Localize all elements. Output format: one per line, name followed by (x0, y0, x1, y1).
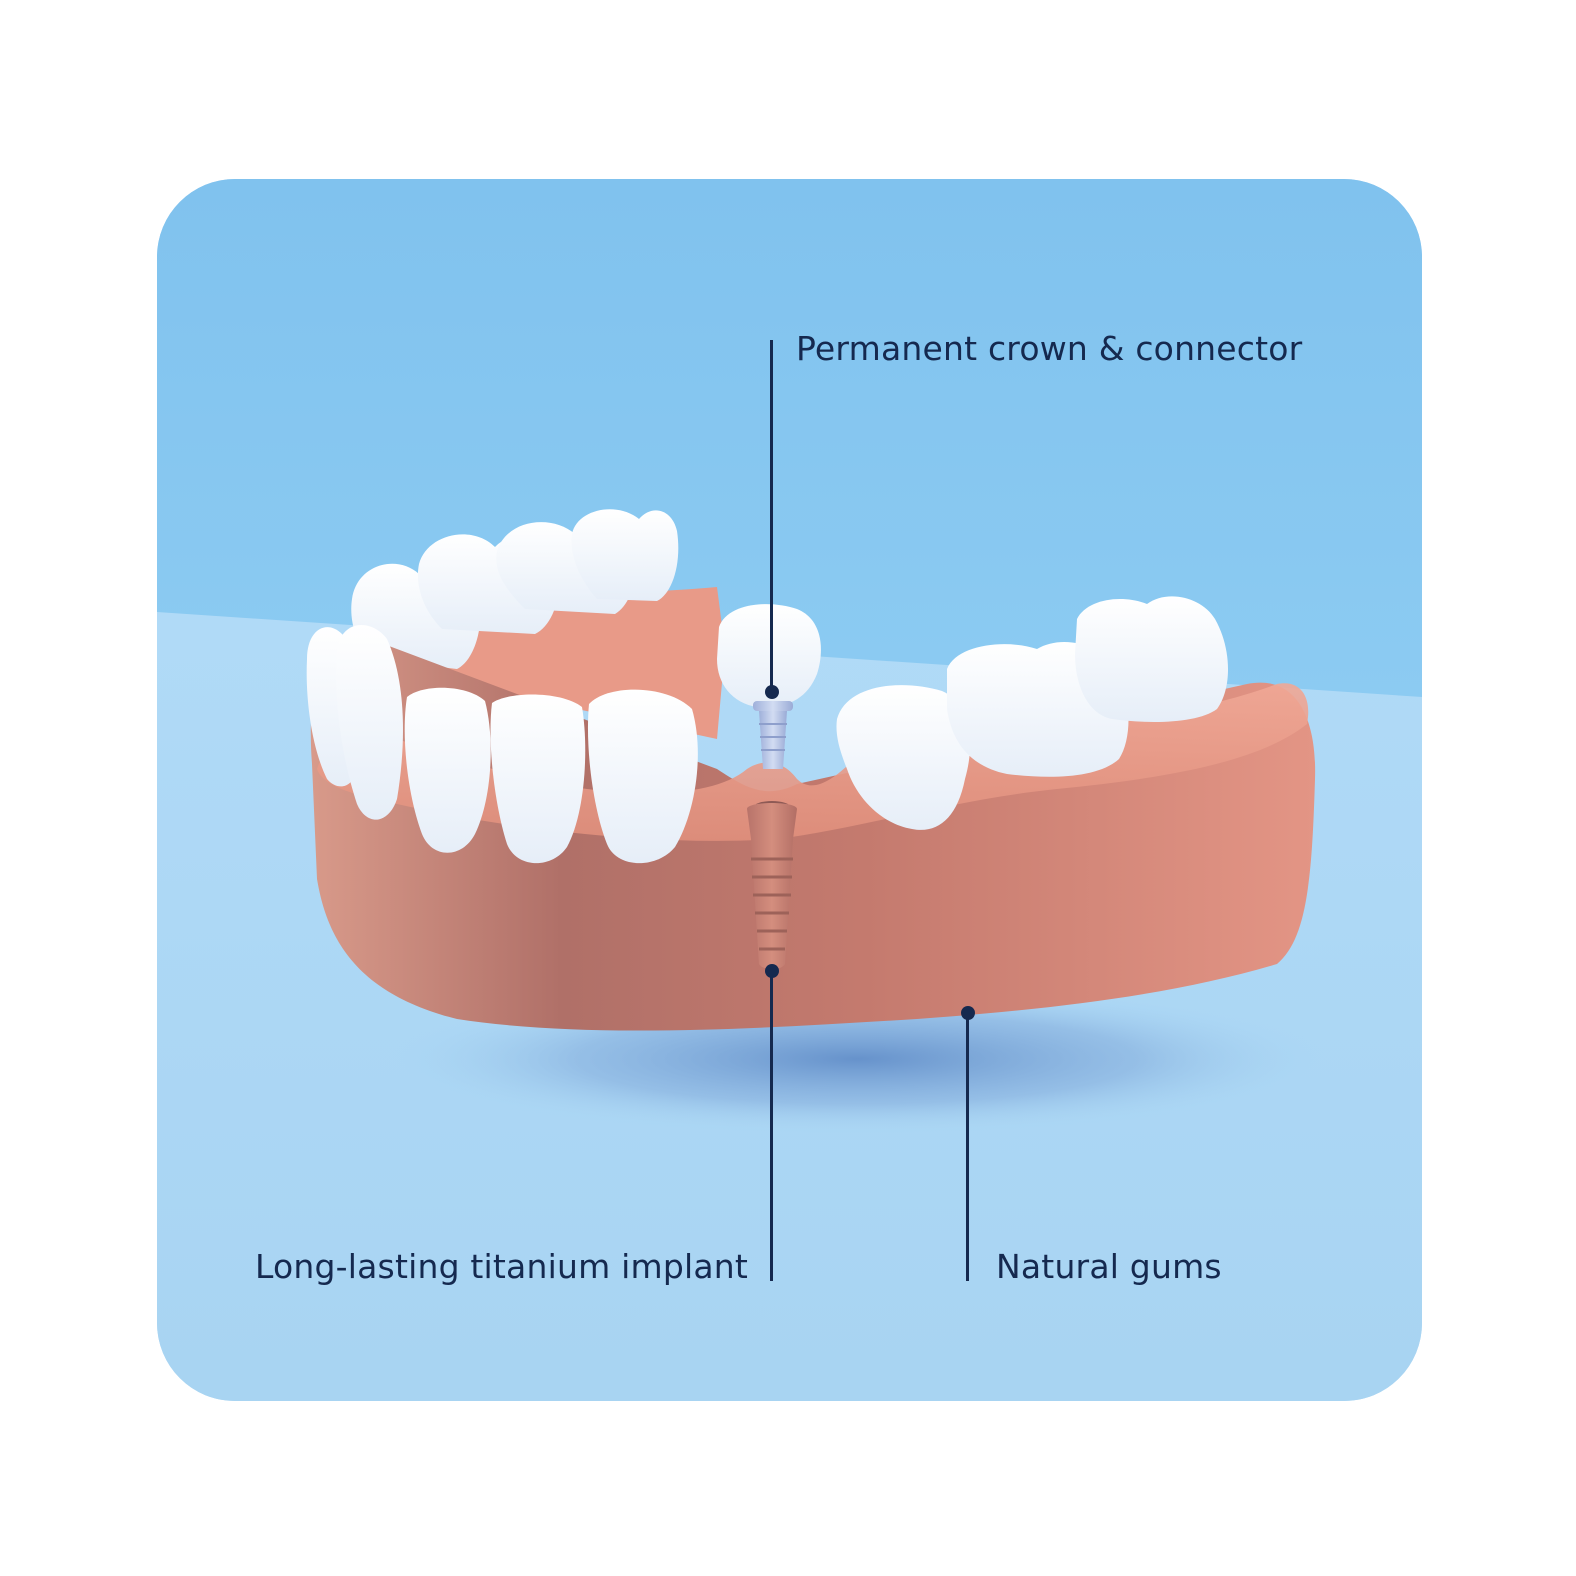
implant-label: Long-lasting titanium implant (255, 1247, 748, 1287)
implant-leader-line (770, 971, 773, 1281)
gums-leader-line (966, 1013, 969, 1281)
gums-label: Natural gums (996, 1247, 1222, 1287)
diagram-card: Permanent crown & connector Long-lasting… (157, 179, 1422, 1401)
crown-label: Permanent crown & connector (796, 329, 1302, 369)
crown-leader-dot (765, 685, 779, 699)
crown-leader-line (770, 340, 773, 692)
